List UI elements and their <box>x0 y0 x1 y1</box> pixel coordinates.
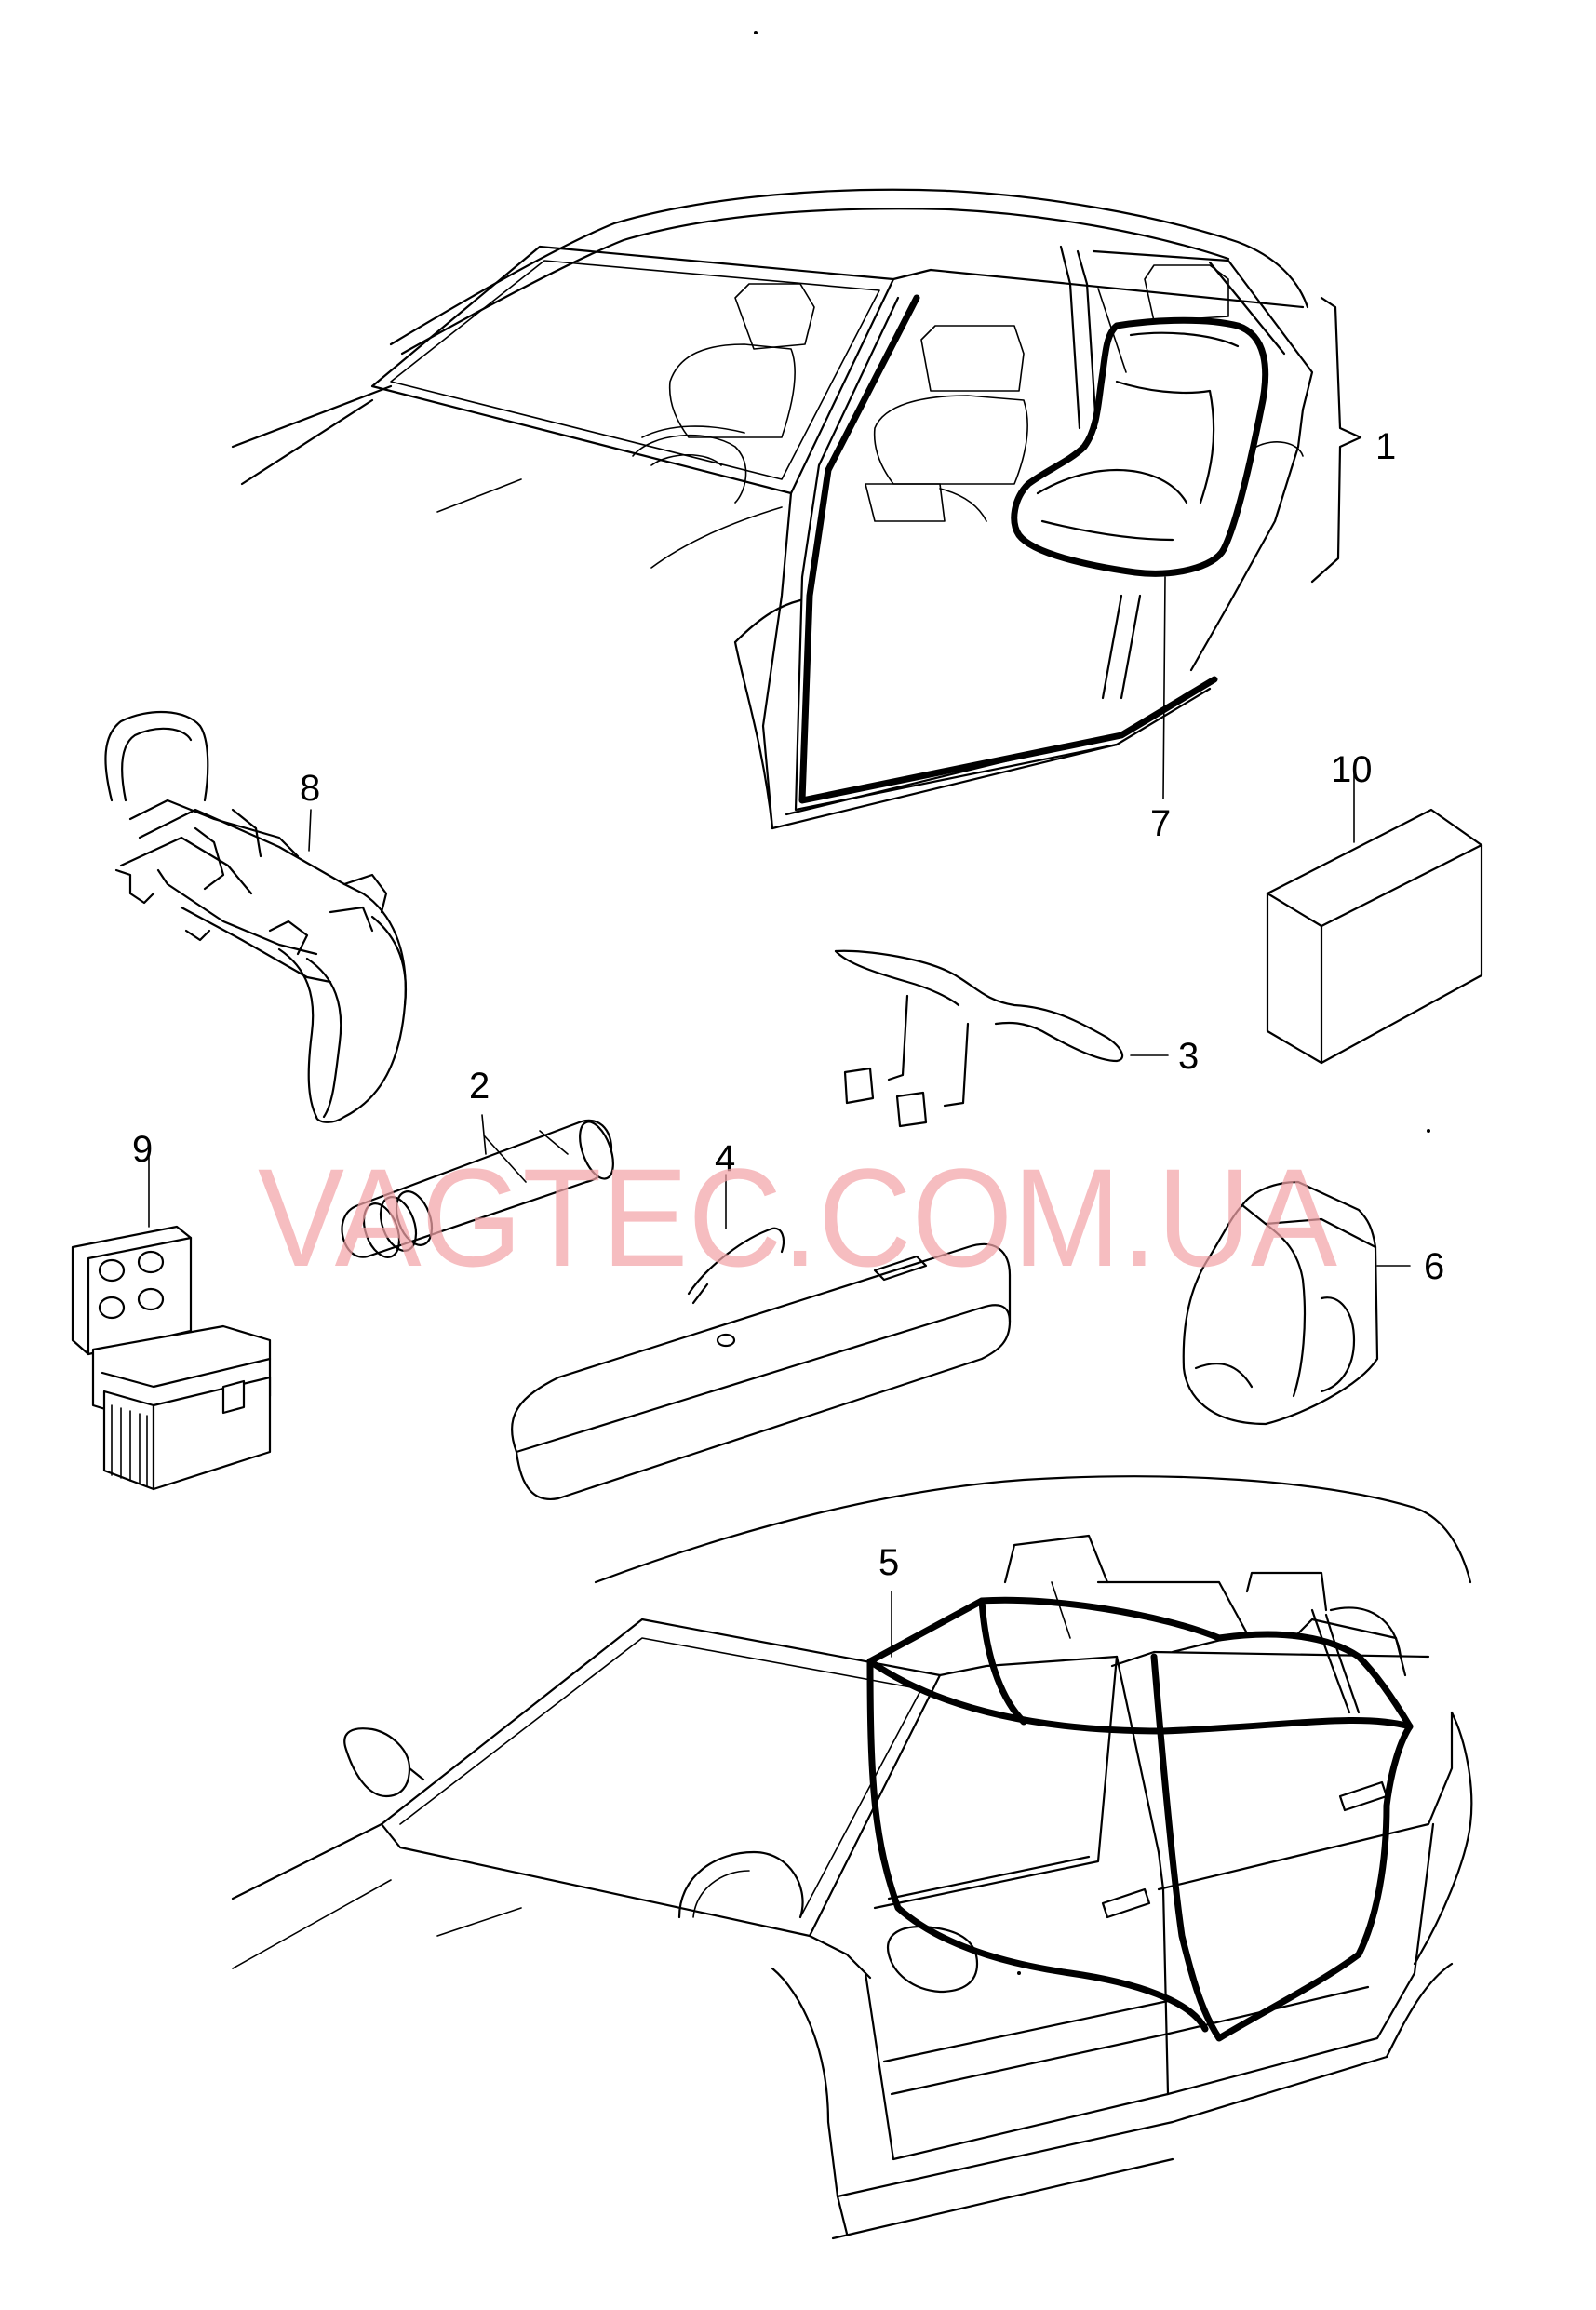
item-4-pad <box>511 1174 1012 1500</box>
item-3-trim-with-connectors <box>834 949 1169 1128</box>
item-8-seat-base <box>104 710 407 1123</box>
speck-middle <box>1017 1971 1021 1975</box>
callout-1: 1 <box>1375 426 1396 467</box>
callout-8: 8 <box>300 768 320 809</box>
top-car-illustration <box>231 188 1362 830</box>
callout-4: 4 <box>715 1138 735 1179</box>
callout-labels: 1 2 3 4 5 6 7 8 9 10 <box>132 426 1444 1583</box>
callout-7: 7 <box>1150 803 1171 844</box>
watermark-text: VAGTEC.COM.UA <box>258 1139 1337 1296</box>
callout-6: 6 <box>1424 1246 1444 1287</box>
callout-2: 2 <box>469 1066 490 1107</box>
item-2-roll <box>341 1114 614 1258</box>
bottom-car-illustration <box>231 1475 1473 2240</box>
item-9-cooler-box <box>71 1153 272 1491</box>
callout-3: 3 <box>1178 1036 1199 1077</box>
callout-9: 9 <box>132 1129 153 1170</box>
item-6-cushion <box>1182 1180 1411 1426</box>
speck-right <box>1427 1129 1430 1133</box>
item-10-box <box>1266 770 1483 1065</box>
callout-10: 10 <box>1331 749 1373 790</box>
callout-5: 5 <box>878 1542 899 1583</box>
speck-top <box>754 31 758 34</box>
